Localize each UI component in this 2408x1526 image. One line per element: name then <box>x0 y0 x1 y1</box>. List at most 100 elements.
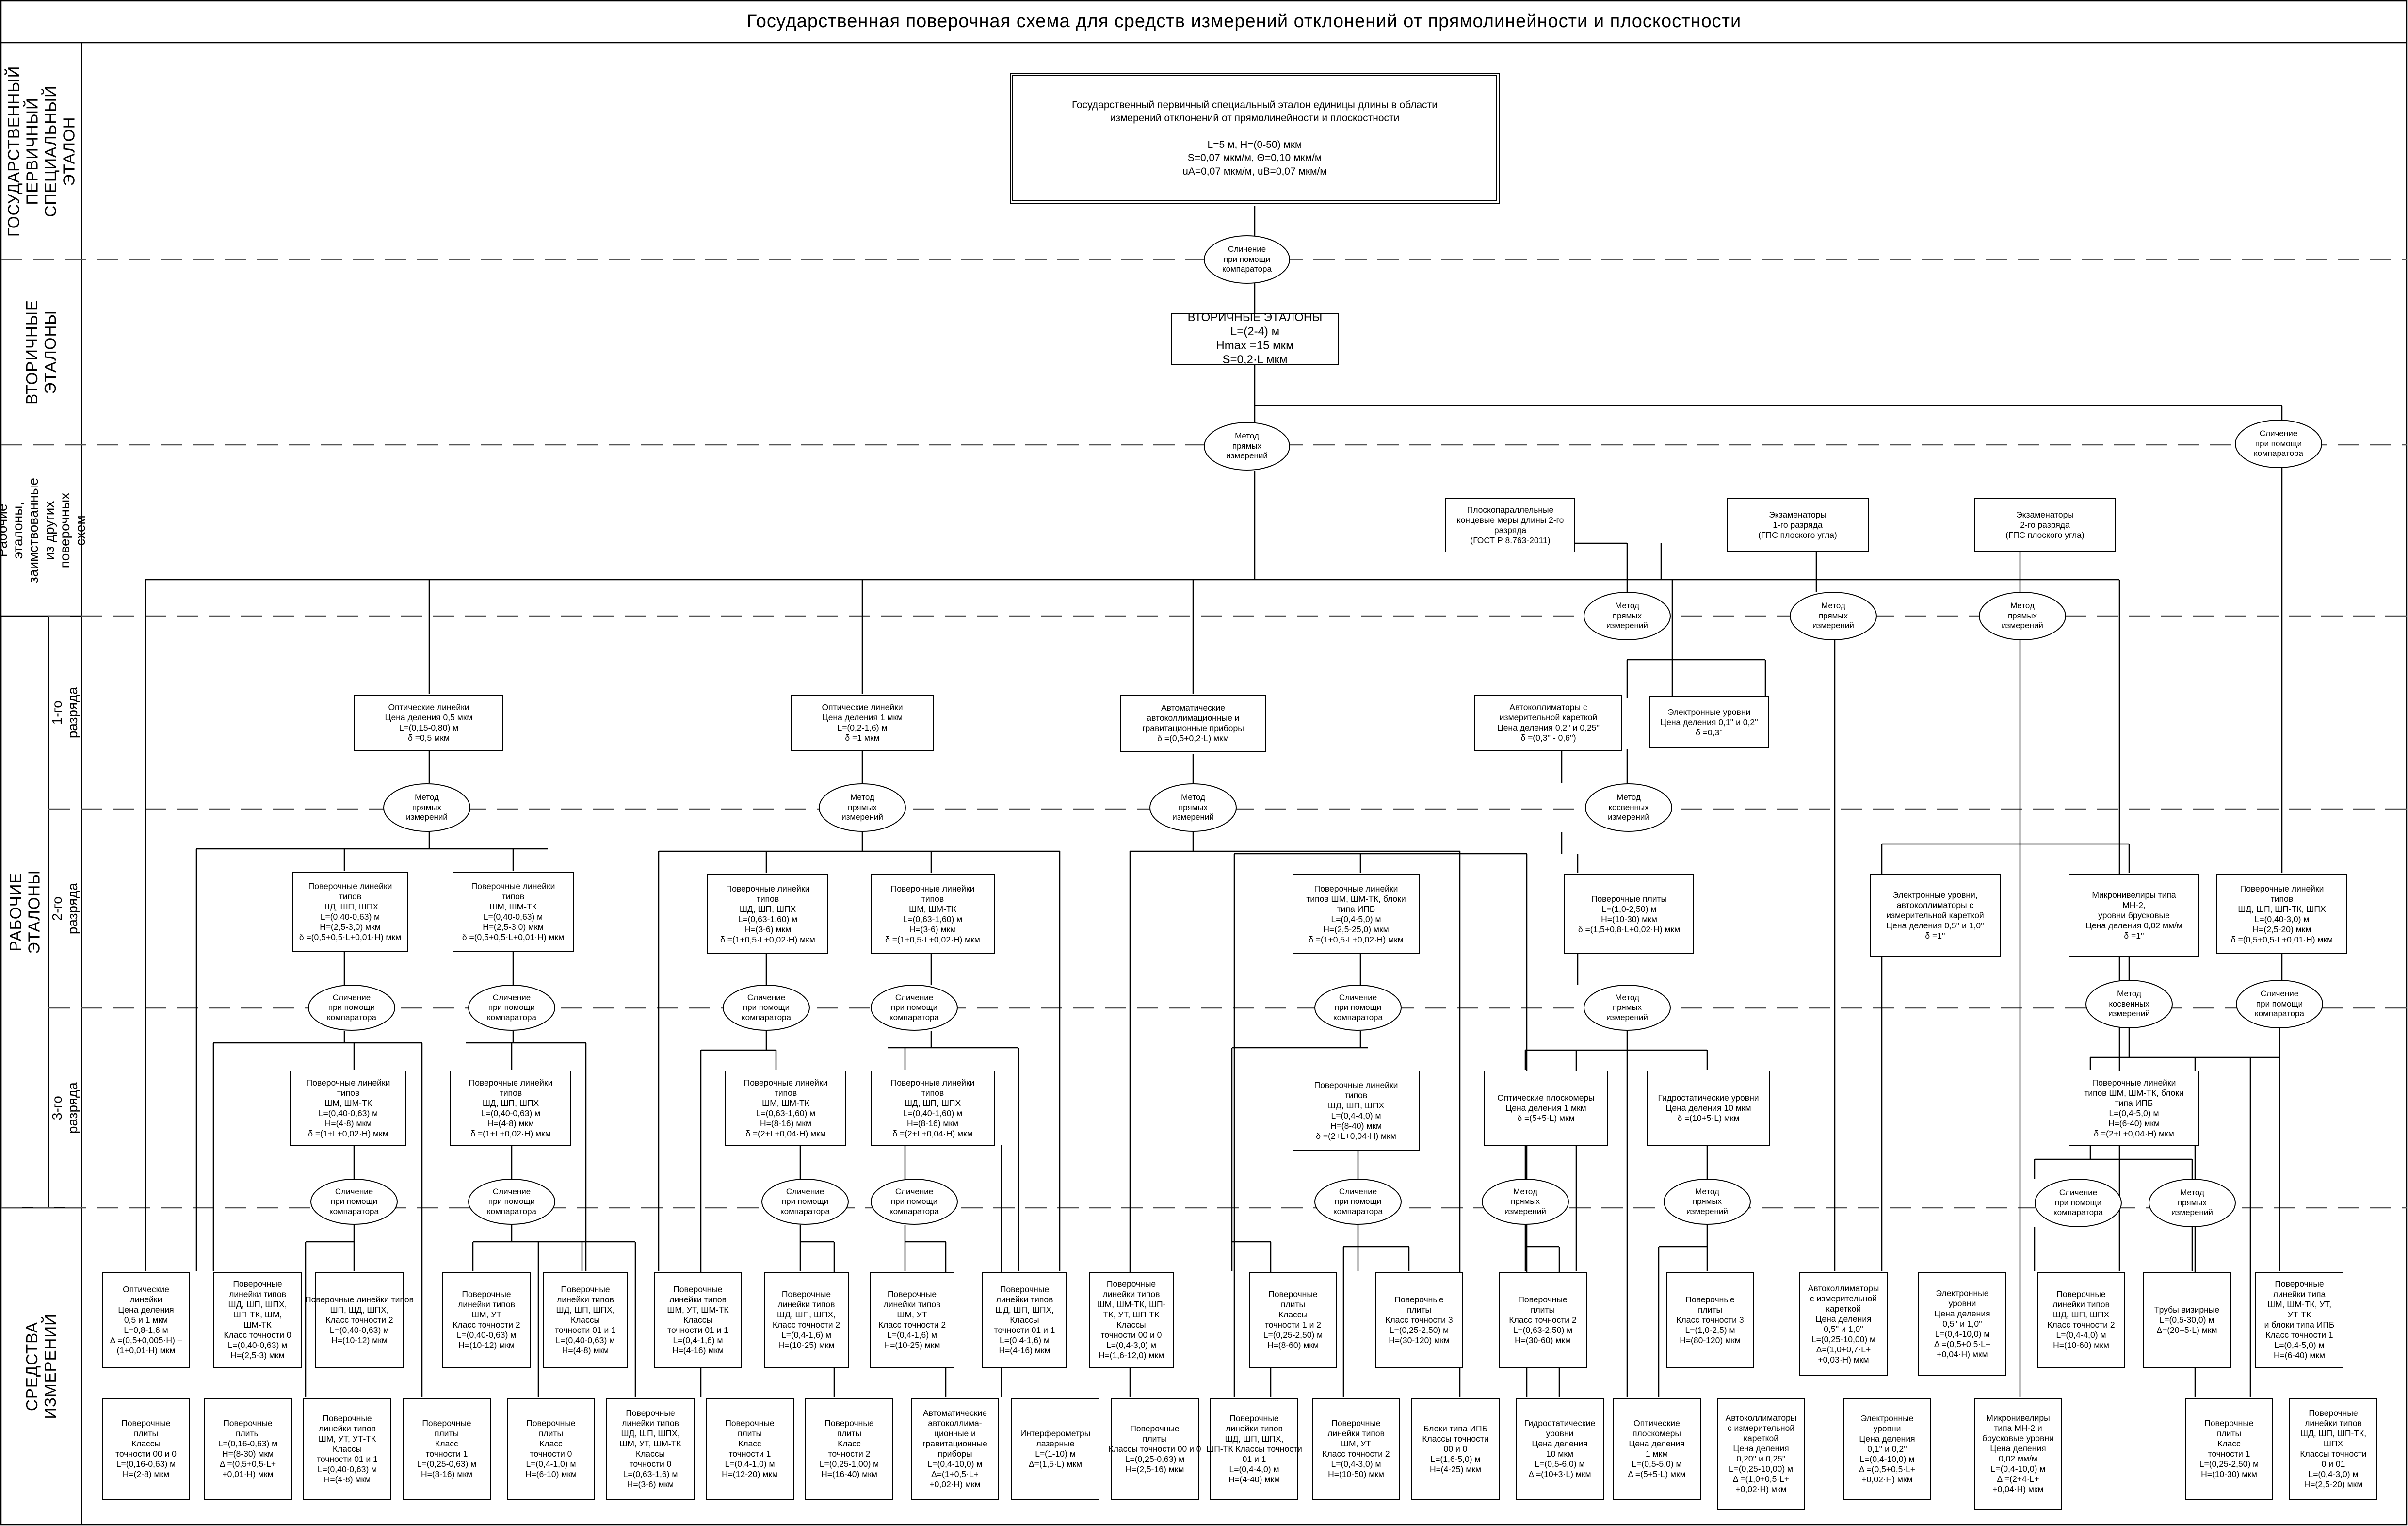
instrument-box-i2-e-line: плиты <box>538 1429 564 1438</box>
instrument-box-i1-k-line: плиты <box>1280 1299 1306 1309</box>
method-indirect-rank1-line: косвенных <box>1608 802 1649 812</box>
method-comparator-r2-5-line: при помощи <box>1334 1003 1382 1012</box>
primary-standard-box-line <box>1253 125 1256 138</box>
method-direct-r2-6-line: Метод <box>1615 992 1639 1002</box>
instrument-box-i2-n-line: Классы точности <box>1422 1433 1489 1444</box>
instrument-box-i2-f-line: ШД, ШП, ШПХ, <box>621 1429 680 1438</box>
instrument-box-i1-b-line: Поверочные <box>233 1279 282 1289</box>
instrument-box-i1-k-line: L=(0,25-2,50) м <box>1263 1330 1323 1340</box>
instrument-box-i2-e-line: Поверочные <box>526 1418 576 1428</box>
instrument-box-i1-n-line: L=(1,0-2,5) м <box>1685 1325 1735 1335</box>
rank2-box-r2-f-line: δ =(1,5+0,8·L+0,02·H) мкм <box>1578 924 1681 934</box>
instrument-box-i1-i-line: H=(4-16) мкм <box>999 1345 1050 1355</box>
instrument-box-i2-l-line: Поверочные <box>1229 1413 1279 1423</box>
instrument-box-i1-j-line: ШМ, ШМ-ТК, ШП- <box>1097 1299 1166 1309</box>
instrument-box-i2-a-line: Поверочные <box>121 1418 171 1428</box>
method-comparator-r2-1-line: при помощи <box>328 1003 375 1012</box>
instrument-box-i1-j-line: H=(1,6-12,0) мкм <box>1098 1350 1164 1360</box>
method-direct-borrowed-2-line: прямых <box>1818 611 1848 620</box>
instrument-box-i2-h-line: L=(0,25-1,00) м <box>819 1459 879 1469</box>
instrument-box-i2-u-line: Классы точности <box>2300 1449 2367 1459</box>
instrument-box-i1-f-line: Поверочные <box>673 1284 723 1294</box>
method-comparator-r2-2-line: при помощи <box>488 1003 535 1012</box>
instrument-box-i2-d-line: Класс <box>435 1439 458 1448</box>
instrument-box-i1-g-line: H=(10-25) мкм <box>778 1340 835 1350</box>
instrument-box-i2-t-line: точности 1 <box>2208 1449 2250 1459</box>
rank1-box-autocoll-1-line: δ =(0,5+0,2·L) мкм <box>1157 733 1229 743</box>
rank2-box-r2-h-line: δ =1'' <box>2124 930 2144 941</box>
rank1-box-autocoll-1-line: гравитационные приборы <box>1142 723 1244 733</box>
instrument-box-i1-r-line: Δ=(20+5·L) мкм <box>2156 1325 2217 1335</box>
instrument-box-i2-l-line: ШД, ШП, ШПХ, <box>1225 1433 1284 1444</box>
rank3-box-r3-e-line: Поверочные линейки <box>1314 1080 1398 1090</box>
primary-standard-box-line: S=0,07 мкм/м, Θ=0,10 мкм/м <box>1187 152 1322 164</box>
method-direct-borrowed-1-line: прямых <box>1612 611 1642 620</box>
instrument-box-i2-g-line: L=(0,4-1,0) м <box>725 1459 775 1469</box>
rank1-box-opt-ruler-05-line: Цена деления 0,5 мкм <box>385 713 473 722</box>
instrument-box-i2-q-line: Δ =(1,0+0,5·L+ <box>1732 1474 1790 1484</box>
rank3-box-r3-a-line: ШМ, ШМ-ТК <box>324 1098 372 1108</box>
method-comparator-r3-2-line: компаратора <box>487 1206 536 1216</box>
instrument-box-i1-e-line: L=(0,40-0,63) м <box>555 1335 615 1345</box>
method-comparator-r2-3-line: компаратора <box>742 1012 791 1022</box>
method-direct-r3-7-line: измерений <box>1686 1206 1728 1216</box>
method-comparator-r2-right-line: Сличение <box>2260 989 2299 999</box>
instrument-box-i1-d-line: ШМ, УТ <box>471 1310 502 1319</box>
instrument-box-i1-j-line: ТК, УТ, ШП-ТК <box>1103 1310 1160 1319</box>
instrument-box-i2-t-line: Класс <box>2217 1439 2241 1448</box>
method-comparator-primary-line: при помощи <box>1223 254 1271 264</box>
method-direct-r3-6-line: Метод <box>1513 1186 1537 1196</box>
instrument-box-i2-r-line: L=(0,4-10,0) м <box>1859 1454 1915 1464</box>
rank3-box-r3-a-line: типов <box>337 1088 360 1098</box>
instrument-box-i2-g-line: точности 1 <box>728 1449 771 1459</box>
instrument-box-i2-d-line: H=(8-16) мкм <box>420 1469 473 1479</box>
rank1-box-opt-ruler-1-line: L=(0,2-1,6) м <box>837 723 888 732</box>
rank2-box-r2-e-line: Поверочные линейки <box>1314 883 1398 893</box>
instrument-box-i1-c-line: L=(0,40-0,63) м <box>329 1325 389 1335</box>
method-comparator-r3-3-line: Сличение <box>786 1186 824 1196</box>
rank2-box-r2-h-line: Микронивелиры типа <box>2092 890 2176 900</box>
instrument-box-i2-e-line: Класс <box>539 1439 563 1448</box>
method-indirect-rank1-line: измерений <box>1608 812 1649 822</box>
instrument-box-i2-j-line: L=(1-10) м <box>1035 1449 1076 1459</box>
method-direct-r3-6-line: измерений <box>1504 1206 1546 1216</box>
rank3-box-r3-h-line: типов ШМ, ШМ-ТК, блоки <box>2084 1088 2184 1098</box>
instrument-box-i1-h-line: линейки типов <box>883 1299 941 1309</box>
method-comparator-r3-right-line: при помощи <box>2054 1198 2102 1207</box>
rank1-box-opt-ruler-1-line: Цена деления 1 мкм <box>822 713 903 722</box>
instrument-box-i2-n-line: Блоки типа ИПБ <box>1423 1423 1488 1433</box>
section-label-primary: ГОСУДАРСТВЕННЫЙ ПЕРВИЧНЫЙ СПЕЦИАЛЬНЫЙ ЭТ… <box>4 65 78 237</box>
instrument-box-i2-e-line: L=(0,4-1,0) м <box>526 1459 576 1469</box>
instrument-box-i2-k-line: плиты <box>1142 1433 1167 1444</box>
instrument-box-i2-q-line: с измерительной <box>1727 1423 1795 1433</box>
instrument-box-i2-e-line: точности 0 <box>530 1449 572 1459</box>
rank2-box-r2-a-line: ШД, ШП, ШПХ <box>322 901 379 911</box>
method-comparator-r2-4-line: компаратора <box>889 1012 939 1022</box>
rank3-box-r3-h-line: δ =(2+L+0,04·H) мкм <box>2094 1128 2174 1138</box>
rank1-box-opt-ruler-1-line: Оптические линейки <box>822 702 903 712</box>
instrument-box-i1-s-line: УТ-ТК <box>2287 1310 2311 1319</box>
instrument-box-i2-i-line: +0,02·H) мкм <box>929 1479 981 1489</box>
rank2-box-r2-d-line: L=(0,63-1,60) м <box>903 914 963 924</box>
section-label-working: РАБОЧИЕ ЭТАЛОНЫ <box>6 870 43 954</box>
secondary-standard-box-line: ВТОРИЧНЫЕ ЭТАЛОНЫ <box>1187 311 1323 325</box>
instrument-box-i2-o-line: Цена деления <box>1532 1439 1588 1448</box>
instrument-box-i1-e-line: Поверочные <box>561 1284 610 1294</box>
instrument-box-i1-k-line: точности 1 и 2 <box>1264 1320 1322 1330</box>
